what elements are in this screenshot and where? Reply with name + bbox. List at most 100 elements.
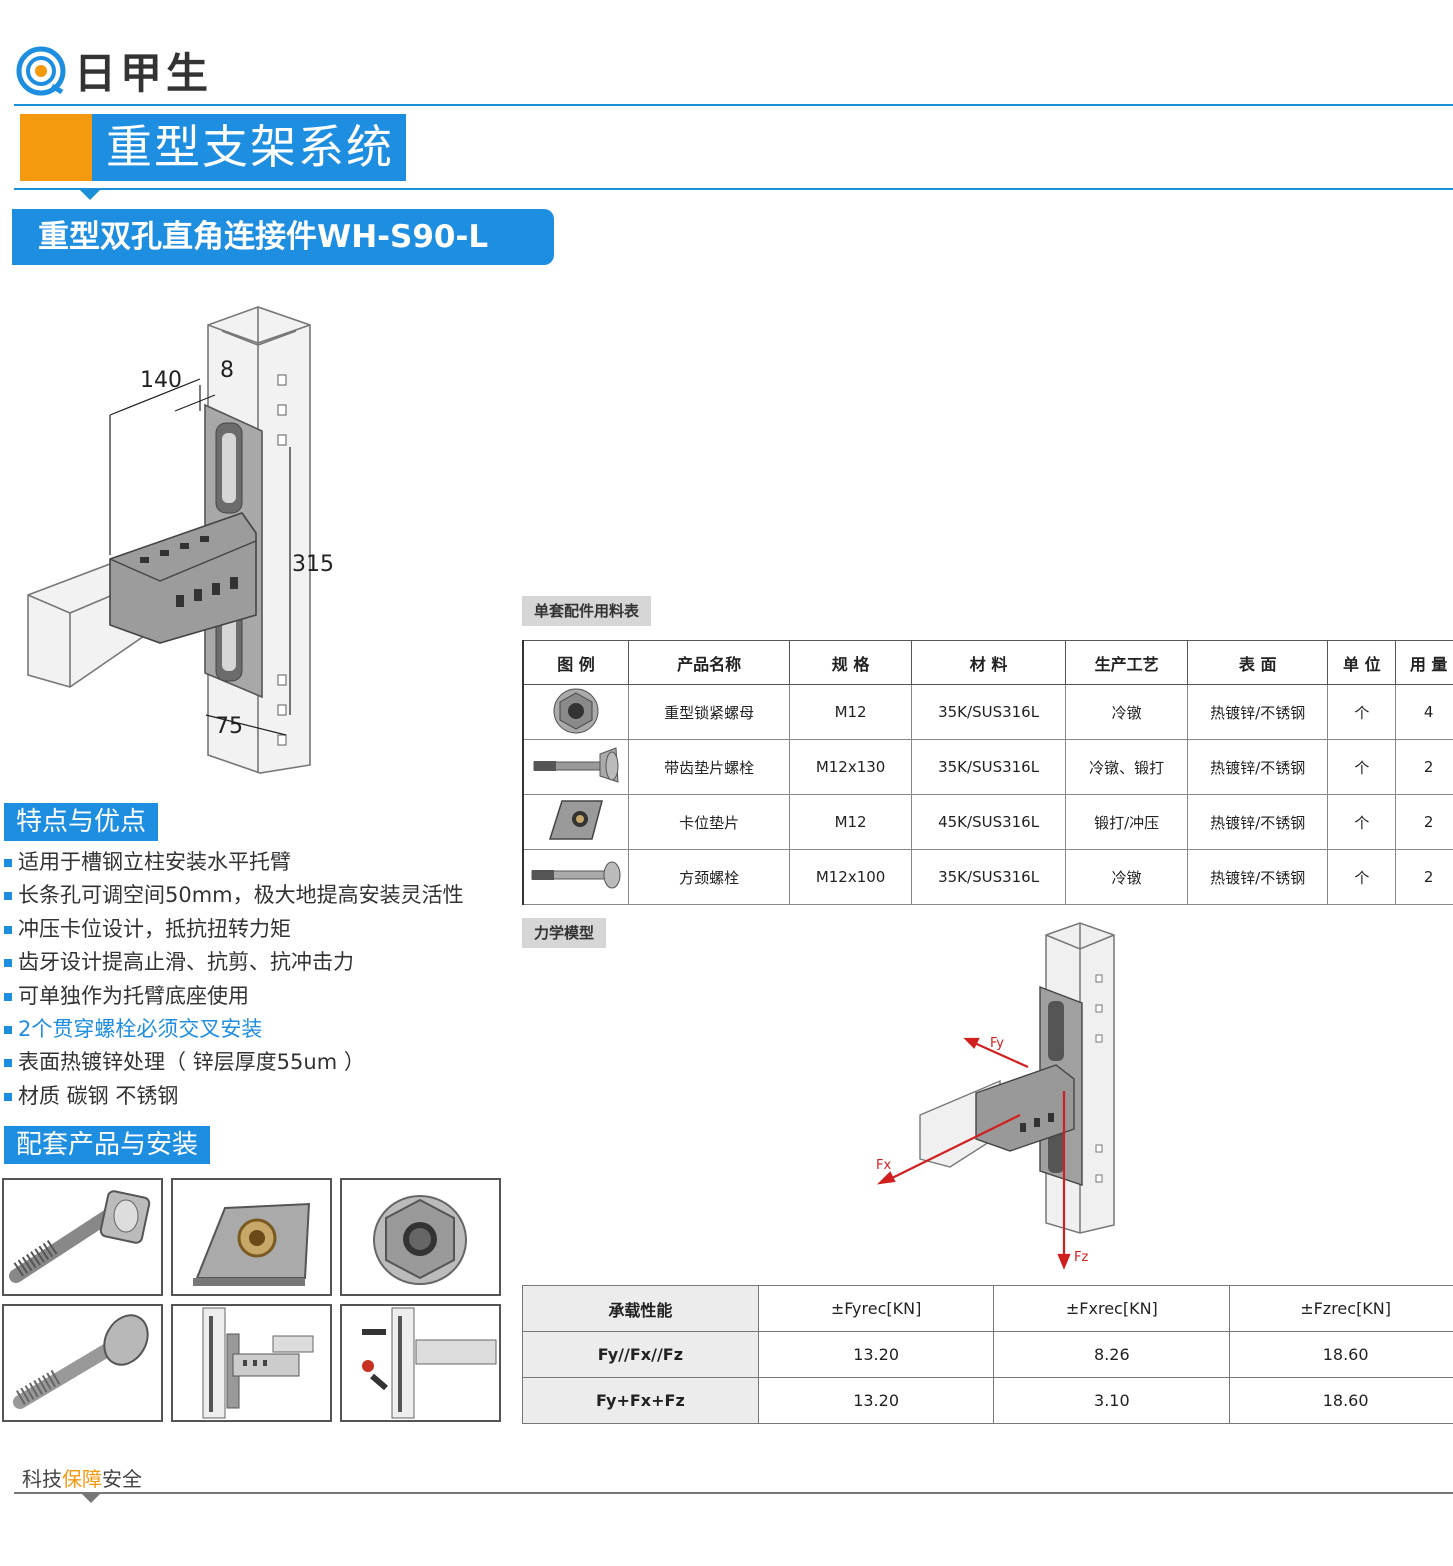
footer-rule (14, 1492, 1453, 1494)
part-name: 重型锁紧螺母 (627, 684, 791, 740)
table-row: Fy+Fx+Fz 13.20 3.10 18.60 (522, 1377, 1453, 1424)
table-row: 重型锁紧螺母 M12 35K/SUS316L 冷镦 热镀锌/不锈钢 个 4 (522, 684, 1453, 740)
part-surface: 热镀锌/不锈钢 (1186, 684, 1329, 740)
part-qty: 2 (1395, 739, 1453, 795)
category-title: 重型支架系统 (92, 114, 406, 181)
dim-75: 75 (215, 714, 243, 739)
carriage-bolt-photo (2, 1304, 163, 1422)
perf-value: 13.20 (757, 1331, 995, 1378)
installation-front-photo (171, 1304, 332, 1422)
feature-item: 冲压卡位设计，抵抗扭转力矩 (4, 913, 504, 946)
clip-washer-photo (171, 1178, 332, 1296)
perf-value: 18.60 (1229, 1331, 1453, 1378)
header-rule (14, 104, 1453, 106)
force-fy-label: Fy (990, 1036, 1004, 1051)
perf-col-fy: ±Fyrec[KN] (757, 1285, 995, 1332)
perf-col-load: 承载性能 (522, 1285, 759, 1332)
performance-header-row: 承载性能 ±Fyrec[KN] ±Fxrec[KN] ±Fzrec[KN] (522, 1285, 1453, 1332)
pointer-arrow (80, 190, 100, 200)
parts-table: 图 例 产品名称 规 格 材 料 生产工艺 表 面 单 位 用 量 重型锁紧螺母… (522, 640, 1453, 905)
flange-nut-icon (553, 688, 599, 734)
part-spec: M12 (789, 684, 912, 740)
part-process: 锻打/冲压 (1065, 794, 1188, 850)
table-row: Fy//Fx//Fz 13.20 8.26 18.60 (522, 1331, 1453, 1378)
force-fx-label: Fx (876, 1158, 891, 1173)
part-material: 35K/SUS316L (910, 849, 1067, 905)
perf-col-fx: ±Fxrec[KN] (993, 1285, 1231, 1332)
part-material: 35K/SUS316L (910, 684, 1067, 740)
accessories-heading: 配套产品与安装 (4, 1126, 211, 1164)
features-heading: 特点与优点 (4, 803, 159, 841)
force-model-diagram: Fy Fx Fz (876, 922, 1115, 1270)
category-accent (20, 114, 92, 181)
part-spec: M12x130 (789, 739, 912, 795)
clip-washer-icon (548, 800, 603, 840)
features-list: 适用于槽钢立柱安装水平托臂 长条孔可调空间50mm，极大地提高安装灵活性 冲压卡… (4, 846, 504, 1113)
flange-nut-photo (340, 1178, 501, 1296)
col-qty: 用 量 (1395, 640, 1453, 685)
table-row: 卡位垫片 M12 45K/SUS316L 锻打/冲压 热镀锌/不锈钢 个 2 (522, 794, 1453, 850)
part-name: 卡位垫片 (627, 794, 791, 850)
product-title: 重型双孔直角连接件WH-S90-L (12, 209, 554, 265)
part-unit: 个 (1327, 849, 1397, 905)
part-qty: 2 (1395, 849, 1453, 905)
parts-table-tag: 单套配件用料表 (522, 596, 652, 626)
toothed-bolt-icon (533, 747, 619, 783)
table-row: 方颈螺栓 M12x100 35K/SUS316L 冷镦 热镀锌/不锈钢 个 2 (522, 849, 1453, 905)
performance-table: 承载性能 ±Fyrec[KN] ±Fxrec[KN] ±Fzrec[KN] Fy… (522, 1285, 1453, 1424)
feature-item: 表面热镀锌处理（ 锌层厚度55um ） (4, 1046, 504, 1079)
part-unit: 个 (1327, 739, 1397, 795)
col-material: 材 料 (910, 640, 1067, 685)
feature-item-highlight: 2个贯穿螺栓必须交叉安装 (4, 1013, 504, 1046)
dim-315: 315 (292, 552, 334, 577)
dim-8: 8 (220, 358, 234, 383)
col-spec: 规 格 (789, 640, 912, 685)
perf-col-fz: ±Fzrec[KN] (1229, 1285, 1453, 1332)
part-name: 方颈螺栓 (627, 849, 791, 905)
force-fz-label: Fz (1074, 1250, 1088, 1265)
perf-case: Fy+Fx+Fz (522, 1377, 759, 1424)
brand-mark-icon (16, 46, 66, 95)
part-material: 35K/SUS316L (910, 739, 1067, 795)
mechanics-tag: 力学模型 (522, 918, 607, 948)
part-unit: 个 (1327, 794, 1397, 850)
perf-value: 18.60 (1229, 1377, 1453, 1424)
brand-name: 日甲生 (74, 49, 213, 98)
part-qty: 2 (1395, 794, 1453, 850)
product-diagram: 140 8 315 75 (27, 306, 334, 774)
part-unit: 个 (1327, 684, 1397, 740)
footer-slogan: 科技保障安全 (22, 1467, 142, 1491)
toothed-bolt-photo (2, 1178, 163, 1296)
feature-item: 长条孔可调空间50mm，极大地提高安装灵活性 (4, 879, 504, 912)
part-spec: M12 (789, 794, 912, 850)
perf-case: Fy//Fx//Fz (522, 1331, 759, 1378)
col-unit: 单 位 (1327, 640, 1397, 685)
part-spec: M12x100 (789, 849, 912, 905)
brand-logo: 日甲生 (16, 40, 212, 101)
footer-pointer (82, 1494, 100, 1503)
perf-value: 13.20 (757, 1377, 995, 1424)
category-rule (14, 188, 1453, 190)
col-name: 产品名称 (627, 640, 791, 685)
col-icon: 图 例 (522, 640, 629, 685)
dim-140: 140 (140, 368, 182, 393)
carriage-bolt-icon (531, 861, 621, 889)
parts-header-row: 图 例 产品名称 规 格 材 料 生产工艺 表 面 单 位 用 量 (522, 640, 1453, 685)
col-surface: 表 面 (1186, 640, 1329, 685)
part-surface: 热镀锌/不锈钢 (1186, 739, 1329, 795)
feature-item: 材质 碳钢 不锈钢 (4, 1080, 504, 1113)
part-qty: 4 (1395, 684, 1453, 740)
part-material: 45K/SUS316L (910, 794, 1067, 850)
feature-item: 适用于槽钢立柱安装水平托臂 (4, 846, 504, 879)
installation-side-photo (340, 1304, 501, 1422)
part-surface: 热镀锌/不锈钢 (1186, 849, 1329, 905)
perf-value: 8.26 (993, 1331, 1231, 1378)
part-name: 带齿垫片螺栓 (627, 739, 791, 795)
feature-item: 齿牙设计提高止滑、抗剪、抗冲击力 (4, 946, 504, 979)
perf-value: 3.10 (993, 1377, 1231, 1424)
col-process: 生产工艺 (1065, 640, 1188, 685)
part-process: 冷镦、锻打 (1065, 739, 1188, 795)
category-banner: 重型支架系统 (20, 114, 406, 181)
part-process: 冷镦 (1065, 849, 1188, 905)
feature-item: 可单独作为托臂底座使用 (4, 980, 504, 1013)
